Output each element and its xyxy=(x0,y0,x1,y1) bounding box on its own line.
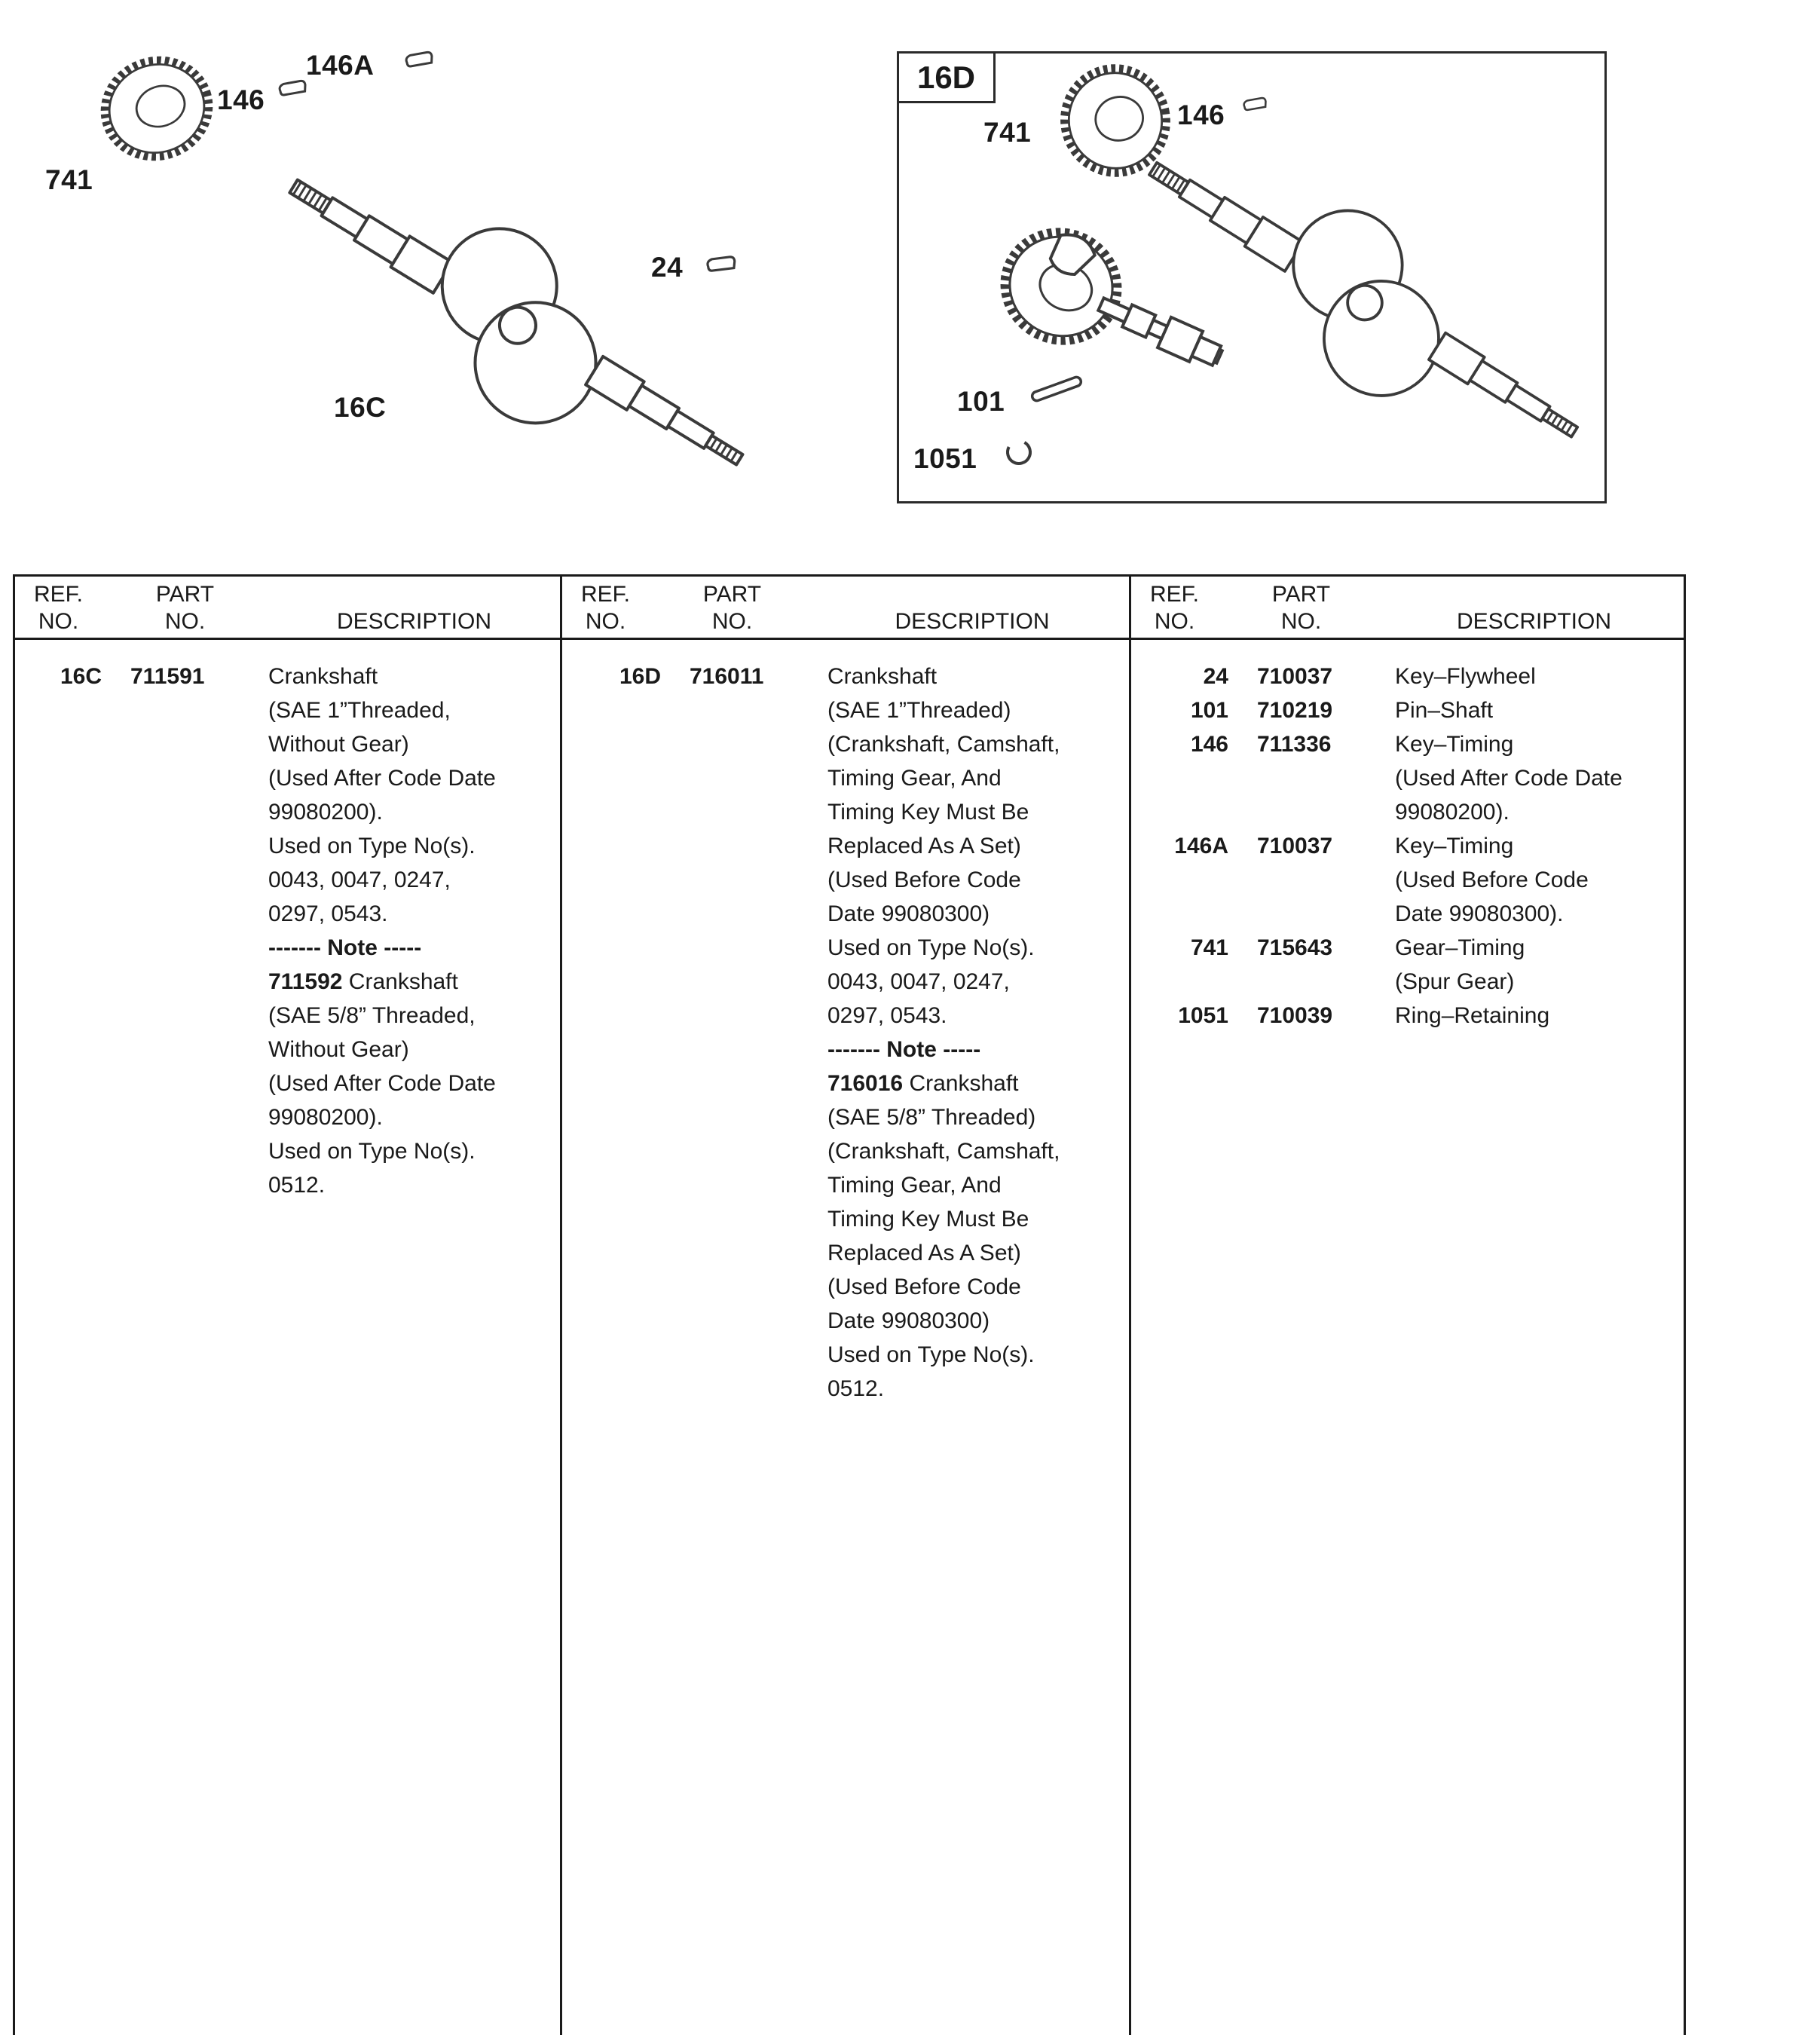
parts-entry: 16D 716011 Crankshaft(SAE 1”Threaded)(Cran… xyxy=(574,659,1129,1406)
parts-diagram: 741 146 146A 24 16C 16D 741 146 101 1051 xyxy=(0,0,1820,574)
description: Crankshaft(SAE 1”Threaded)(Crankshaft, C… xyxy=(827,664,1060,1401)
callout-1051: 1051 xyxy=(913,443,977,474)
callout-741-right: 741 xyxy=(983,117,1032,148)
table-header: REF. NO. PART NO. DESCRIPTION REF. NO. xyxy=(15,577,1684,640)
part-no: 711591 xyxy=(130,664,205,689)
description-header: DESCRIPTION xyxy=(1456,609,1612,634)
table-column-2: 16D 716011 Crankshaft(SAE 1”Threaded)(Cran… xyxy=(562,640,1131,2035)
table-header-group-3: REF. NO. PART NO. DESCRIPTION xyxy=(1131,577,1684,638)
ref-no: 101 xyxy=(1190,698,1228,723)
ref-no: 16D xyxy=(619,664,661,689)
description: Gear–Timing(Spur Gear) xyxy=(1395,935,1525,994)
parts-entry: 1051 710039 Ring–Retaining xyxy=(1142,999,1684,1033)
callout-101: 101 xyxy=(957,386,1005,417)
callout-146-right: 146 xyxy=(1177,99,1225,130)
crankshaft-16c-illustration xyxy=(249,118,782,531)
description: Key–Flywheel xyxy=(1395,664,1536,689)
callout-741-left: 741 xyxy=(45,164,93,195)
part-no-header: PART NO. xyxy=(1271,582,1331,634)
table-column-1: 16C 711591 Crankshaft(SAE 1”Threaded,Witho… xyxy=(15,640,562,2035)
parts-entry: 24 710037 Key–Flywheel xyxy=(1142,659,1684,693)
key-146-icon xyxy=(277,76,309,100)
part-no: 716011 xyxy=(690,664,764,689)
part-no: 711336 xyxy=(1257,732,1332,757)
callout-16c: 16C xyxy=(334,392,387,423)
table-header-group-1: REF. NO. PART NO. DESCRIPTION xyxy=(15,577,562,638)
ref-no: 146 xyxy=(1190,732,1228,757)
description-header: DESCRIPTION xyxy=(895,609,1050,634)
key-146a-icon xyxy=(403,47,436,72)
table-column-3: 24 710037 Key–Flywheel 101 710219 Pin–Shaft 14… xyxy=(1131,640,1684,2035)
part-no: 710037 xyxy=(1257,834,1333,858)
parts-table: REF. NO. PART NO. DESCRIPTION REF. NO. xyxy=(13,574,1686,2035)
diagram-canvas xyxy=(0,0,1820,574)
ref-no: 741 xyxy=(1190,935,1228,960)
ref-no: 146A xyxy=(1174,834,1228,858)
ref-no-header: REF. NO. xyxy=(580,582,630,634)
description: Ring–Retaining xyxy=(1395,1003,1550,1028)
callout-146a: 146A xyxy=(306,50,375,81)
parts-entry: 741 715643 Gear–Timing(Spur Gear) xyxy=(1142,931,1684,999)
description: Crankshaft(SAE 1”Threaded,Without Gear)(… xyxy=(268,664,496,1198)
part-no-header: PART NO. xyxy=(702,582,762,634)
part-no: 710039 xyxy=(1257,1003,1333,1028)
parts-entry: 16C 711591 Crankshaft(SAE 1”Threaded,Witho… xyxy=(15,659,560,1202)
table-body: 16C 711591 Crankshaft(SAE 1”Threaded,Witho… xyxy=(15,640,1684,2035)
timing-gear-741-left-illustration xyxy=(93,47,222,170)
description: Pin–Shaft xyxy=(1395,698,1494,723)
parts-entry: 101 710219 Pin–Shaft xyxy=(1142,693,1684,727)
ref-no: 24 xyxy=(1203,664,1228,689)
ref-no-header: REF. NO. xyxy=(1149,582,1199,634)
part-no-header: PART NO. xyxy=(155,582,215,634)
description-header: DESCRIPTION xyxy=(336,609,492,634)
parts-entry: 146 711336 Key–Timing(Used After Code Date… xyxy=(1142,727,1684,829)
callout-24: 24 xyxy=(651,252,684,283)
part-no: 710037 xyxy=(1257,664,1333,689)
part-no: 710219 xyxy=(1257,698,1333,723)
callout-146-left: 146 xyxy=(217,84,265,115)
key-24-icon xyxy=(705,252,738,276)
part-no: 715643 xyxy=(1257,935,1333,960)
table-header-group-2: REF. NO. PART NO. DESCRIPTION xyxy=(562,577,1131,638)
detail-box-16d: 16D xyxy=(897,51,1607,503)
ref-no: 1051 xyxy=(1178,1003,1228,1028)
camshaft-illustration xyxy=(988,215,1225,368)
detail-box-16d-label: 16D xyxy=(899,54,996,103)
ref-no: 16C xyxy=(60,664,102,689)
pin-101-icon xyxy=(1030,375,1083,402)
retaining-ring-1051-icon xyxy=(1006,439,1032,465)
ref-no-header: REF. NO. xyxy=(33,582,83,634)
